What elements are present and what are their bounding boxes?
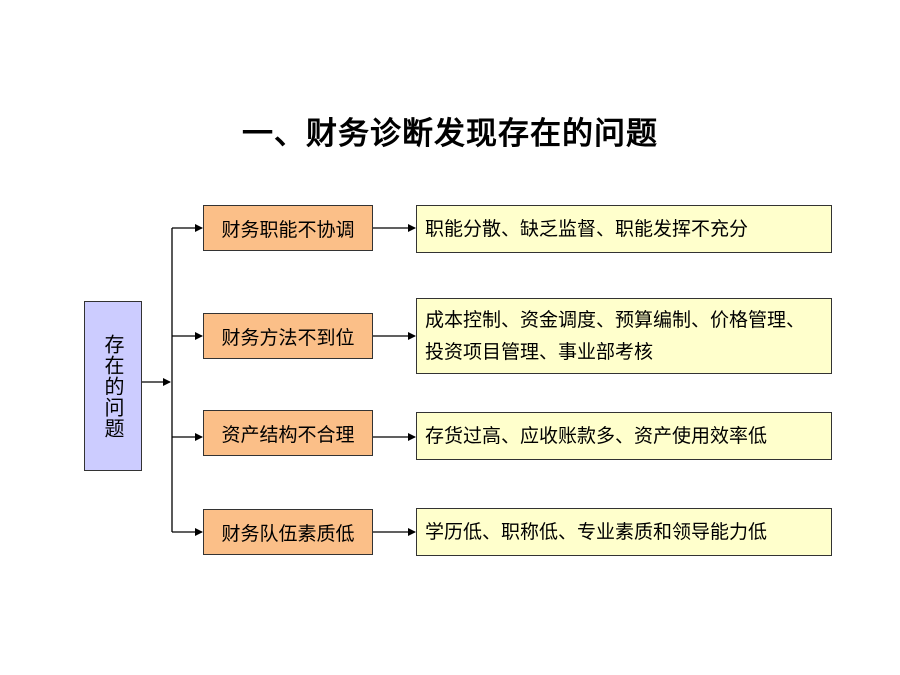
category-node-4: 财务队伍素质低 xyxy=(203,509,373,555)
detail-node-1-text: 职能分散、缺乏监督、职能发挥不充分 xyxy=(425,218,749,240)
detail-node-3-text: 存货过高、应收账款多、资产使用效率低 xyxy=(425,425,768,447)
category-node-1: 财务职能不协调 xyxy=(203,205,373,251)
detail-node-4-text: 学历低、职称低、专业素质和领导能力低 xyxy=(425,521,768,543)
detail-node-2-text: 成本控制、资金调度、预算编制、价格管理、投资项目管理、事业部考核 xyxy=(425,309,806,363)
page-title: 一、财务诊断发现存在的问题 xyxy=(242,116,658,152)
root-node: 存在的问题 xyxy=(84,301,142,471)
category-node-3: 资产结构不合理 xyxy=(203,410,373,456)
root-node-label: 存在的问题 xyxy=(101,333,125,439)
detail-node-4: 学历低、职称低、专业素质和领导能力低 xyxy=(416,508,832,556)
detail-node-3: 存货过高、应收账款多、资产使用效率低 xyxy=(416,412,832,460)
detail-node-1: 职能分散、缺乏监督、职能发挥不充分 xyxy=(416,205,832,253)
detail-node-2: 成本控制、资金调度、预算编制、价格管理、投资项目管理、事业部考核 xyxy=(416,298,832,374)
category-node-2: 财务方法不到位 xyxy=(203,313,373,359)
